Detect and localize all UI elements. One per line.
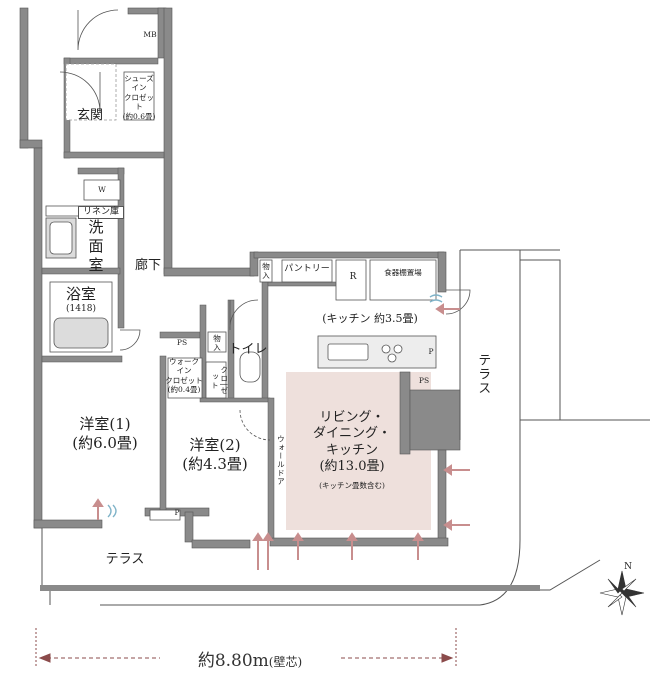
vent-arrows	[92, 303, 470, 570]
walkin-closet-label: ウォーク イン クロゼット (約0.4畳)	[165, 357, 203, 395]
western2-label: 洋室(2) (約4.3畳)	[182, 436, 248, 473]
corridor-label: 廊下	[134, 258, 161, 273]
ldk-label: リビング・ ダイニング・ キッチン (約13.0畳)	[312, 410, 391, 474]
terrace-bottom-label: テラス	[105, 552, 145, 567]
linen-label: リネン庫	[78, 206, 124, 220]
kitchen-label: (キッチン 約3.5畳)	[322, 312, 418, 325]
mb-label: MB	[143, 30, 157, 39]
overall-width-dimension: 約8.80m(壁芯)	[160, 646, 340, 671]
ps-right-label: PS	[418, 376, 430, 385]
ldk-note-label: (キッチン畳数含む)	[319, 481, 385, 490]
western1-label: 洋室(1) (約6.0畳)	[72, 415, 138, 452]
p-bottom-label: P	[174, 508, 180, 517]
dimension-note: (壁芯)	[268, 655, 303, 669]
wall-door-label: ウォールドア	[276, 434, 286, 486]
ps-left-label: PS	[176, 338, 188, 347]
w-label: W	[98, 185, 106, 194]
shoes-closet-label: シューズ イン クロゼット (約0.6畳)	[122, 74, 156, 121]
dimension-value: 8.80	[214, 651, 253, 671]
p-kitchen-label: P	[428, 347, 434, 356]
terrace-rail	[40, 585, 540, 591]
entrance-label: 玄関	[76, 108, 103, 123]
breeze-marks	[107, 294, 443, 518]
bathroom-size-label: (1418)	[66, 304, 96, 314]
closet-label: クロ|ゼット	[210, 366, 229, 396]
cupboard-label: 食器棚置場	[384, 268, 422, 277]
compass-north-label: N	[624, 562, 632, 572]
dimension-unit: m	[252, 651, 269, 671]
toilet-label: トイレ	[228, 342, 268, 357]
terrace-right-label: テラス	[475, 353, 491, 395]
storage1-label: 物 入	[262, 262, 270, 281]
pantry-label: パントリー	[284, 264, 330, 274]
fridge-label: R	[349, 272, 357, 282]
storage2-label: 物 入	[213, 334, 221, 353]
washroom-label: 洗 面 室	[88, 218, 104, 274]
dimension-prefix: 約	[197, 651, 215, 671]
door-swings	[59, 9, 471, 441]
compass-icon	[599, 570, 645, 616]
bathroom-label: 浴室	[65, 285, 96, 303]
